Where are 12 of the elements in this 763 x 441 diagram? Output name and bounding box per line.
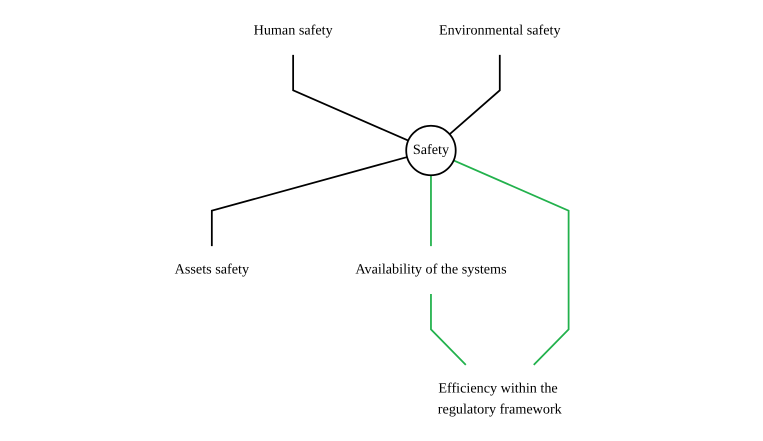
node-text: Availability of the systems bbox=[355, 262, 507, 278]
node-text: Environmental safety bbox=[438, 23, 561, 38]
connector bbox=[453, 160, 570, 366]
connector bbox=[292, 54, 409, 142]
node-text: Human safety bbox=[254, 23, 333, 38]
node-circle: Safety bbox=[405, 124, 457, 176]
node-text: Efficiency within the regulatory framework bbox=[438, 380, 562, 418]
connector bbox=[430, 175, 432, 246]
node-text: Assets safety bbox=[174, 262, 250, 278]
connector bbox=[210, 156, 408, 246]
connector bbox=[449, 54, 501, 135]
connector bbox=[430, 294, 466, 366]
